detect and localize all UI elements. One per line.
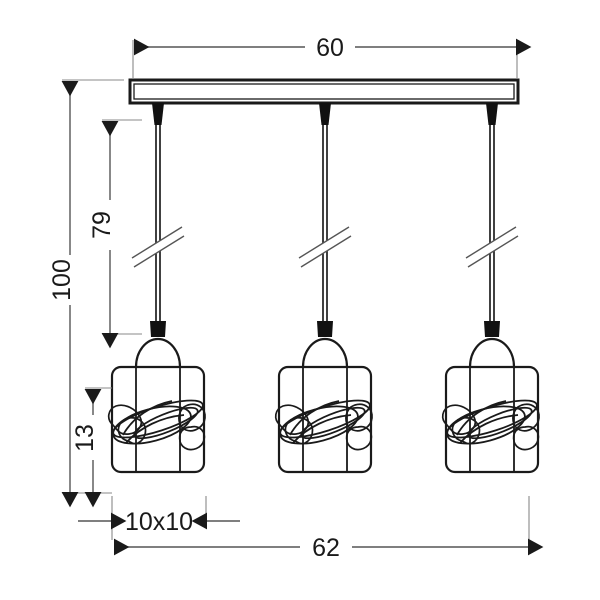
dimension-label-bottom-width: 62: [312, 534, 340, 562]
pendant-lamp-left: [109, 103, 207, 472]
pendant-lamp-right: [443, 103, 541, 472]
dimension-cord-length: 79: [88, 119, 142, 349]
dimension-label-top-width: 60: [316, 34, 344, 62]
dimension-shade-footprint: 10x10: [78, 496, 240, 540]
dimension-label-cord-length: 79: [88, 211, 116, 239]
dimension-top-width: 60: [132, 34, 532, 78]
ceiling-mount-bar: [128, 78, 520, 105]
dimension-overall-height: 100: [48, 79, 124, 508]
bar-inner-outline: [133, 83, 515, 100]
dimension-label-shade-height: 13: [71, 424, 99, 452]
dimension-label-shade-footprint: 10x10: [125, 508, 193, 536]
pendant-lamp-center: [276, 103, 374, 472]
dimension-label-overall-height: 100: [48, 259, 76, 301]
dimension-bottom-width: 62: [114, 496, 544, 562]
dimension-shade-height: 13: [71, 387, 112, 508]
